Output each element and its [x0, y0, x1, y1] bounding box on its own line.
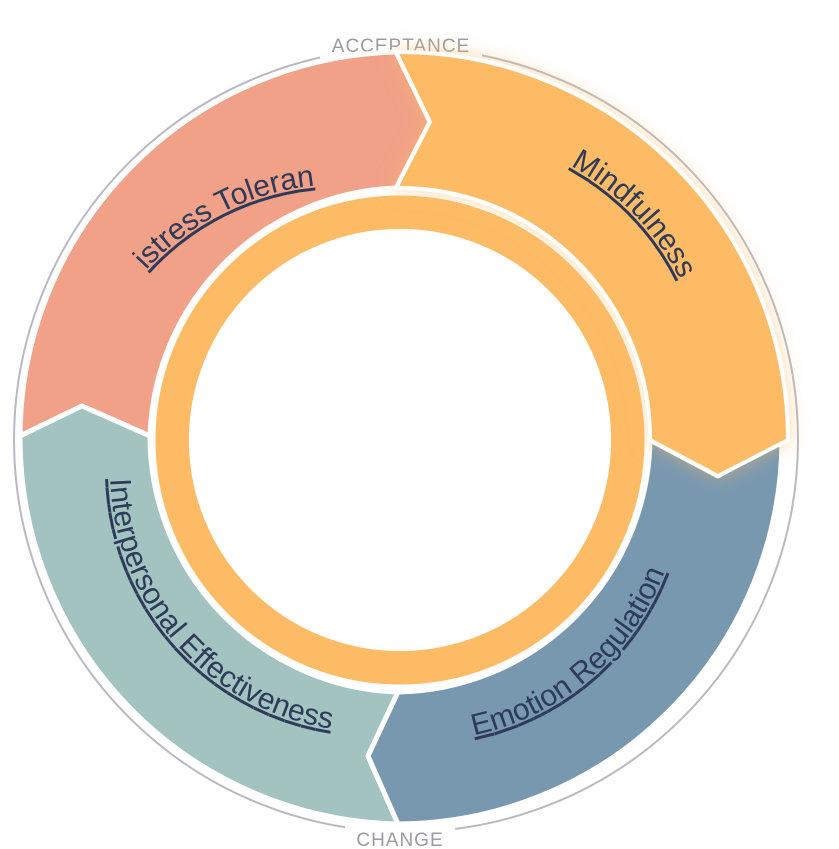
segment-mindfulness[interactable] [394, 49, 790, 478]
center-circle [189, 229, 611, 651]
change-label: CHANGE [356, 830, 443, 849]
inner-ring [155, 195, 645, 685]
